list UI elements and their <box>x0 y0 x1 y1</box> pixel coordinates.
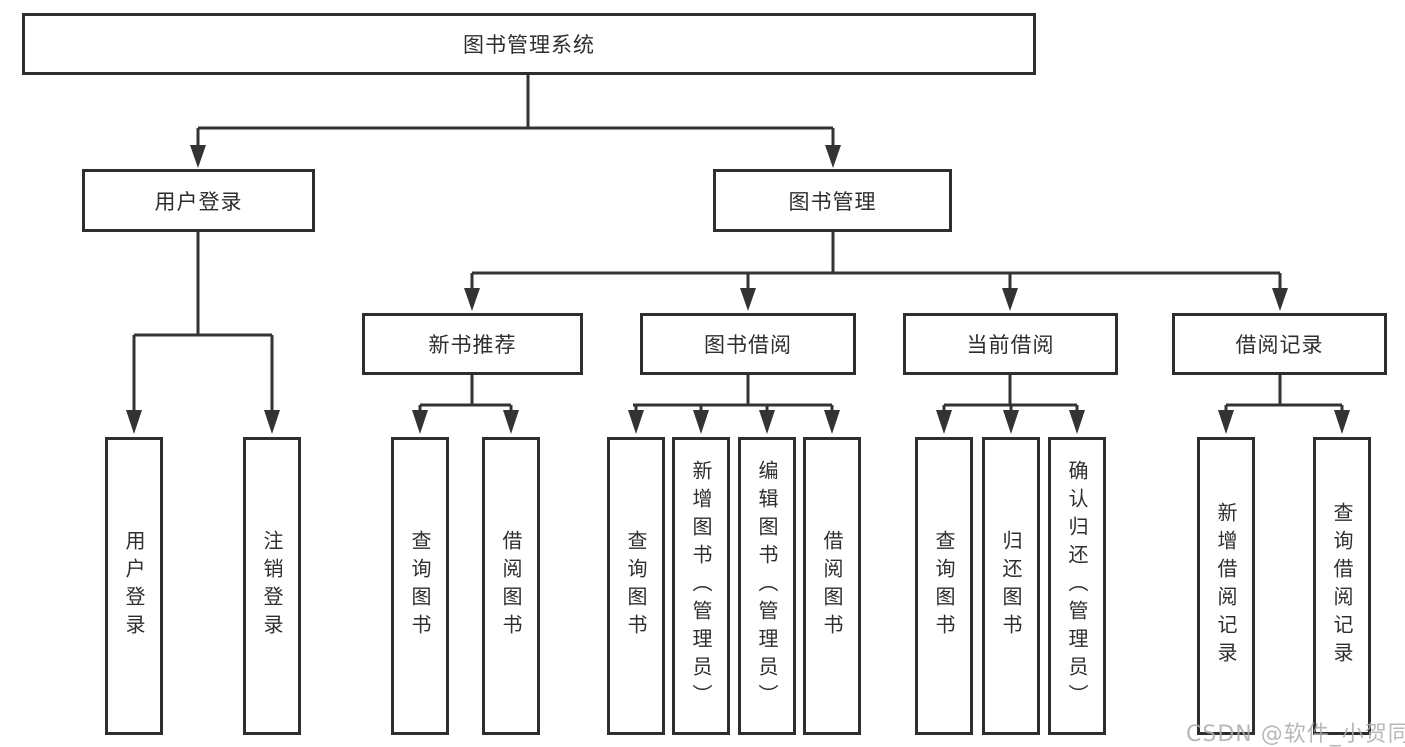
leaf-user-login-label: 用户登录 <box>122 530 146 642</box>
leaf-records-query-borrow-record-label: 查询借阅记录 <box>1330 502 1354 670</box>
leaf-borrowing-borrow-books: 借阅图书 <box>803 437 861 735</box>
leaf-user-login: 用户登录 <box>105 437 163 735</box>
leaf-newbook-query-books: 查询图书 <box>391 437 449 735</box>
leaf-records-add-borrow-record-label: 新增借阅记录 <box>1214 502 1238 670</box>
leaf-current-confirm-return-admin: 确认归还（管理员） <box>1048 437 1106 735</box>
leaf-borrowing-borrow-books-label: 借阅图书 <box>820 530 844 642</box>
leaf-records-query-borrow-record: 查询借阅记录 <box>1313 437 1371 735</box>
leaf-current-confirm-return-admin-label: 确认归还（管理员） <box>1065 460 1089 712</box>
leaf-current-query-books: 查询图书 <box>915 437 973 735</box>
node-user-login-module: 用户登录 <box>82 169 315 232</box>
leaf-current-return-books: 归还图书 <box>982 437 1040 735</box>
node-book-borrowing: 图书借阅 <box>640 313 856 375</box>
leaf-newbook-borrow-books-label: 借阅图书 <box>499 530 523 642</box>
leaf-current-query-books-label: 查询图书 <box>932 530 956 642</box>
leaf-borrowing-add-books-admin: 新增图书（管理员） <box>672 437 730 735</box>
node-borrowing-records: 借阅记录 <box>1172 313 1387 375</box>
node-current-borrowing: 当前借阅 <box>903 313 1118 375</box>
csdn-watermark: CSDN @软件_小贺同学 <box>1186 722 1405 747</box>
leaf-newbook-query-books-label: 查询图书 <box>408 530 432 642</box>
leaf-borrowing-edit-books-admin-label: 编辑图书（管理员） <box>755 460 779 712</box>
leaf-logout: 注销登录 <box>243 437 301 735</box>
leaf-newbook-borrow-books: 借阅图书 <box>482 437 540 735</box>
node-library-management-system: 图书管理系统 <box>22 13 1036 75</box>
node-book-management-module: 图书管理 <box>713 169 952 232</box>
leaf-borrowing-query-books-label: 查询图书 <box>624 530 648 642</box>
node-new-book-recommendation: 新书推荐 <box>362 313 583 375</box>
leaf-borrowing-query-books: 查询图书 <box>607 437 665 735</box>
leaf-current-return-books-label: 归还图书 <box>999 530 1023 642</box>
leaf-borrowing-add-books-admin-label: 新增图书（管理员） <box>689 460 713 712</box>
leaf-records-add-borrow-record: 新增借阅记录 <box>1197 437 1255 735</box>
leaf-borrowing-edit-books-admin: 编辑图书（管理员） <box>738 437 796 735</box>
leaf-logout-label: 注销登录 <box>260 530 284 642</box>
